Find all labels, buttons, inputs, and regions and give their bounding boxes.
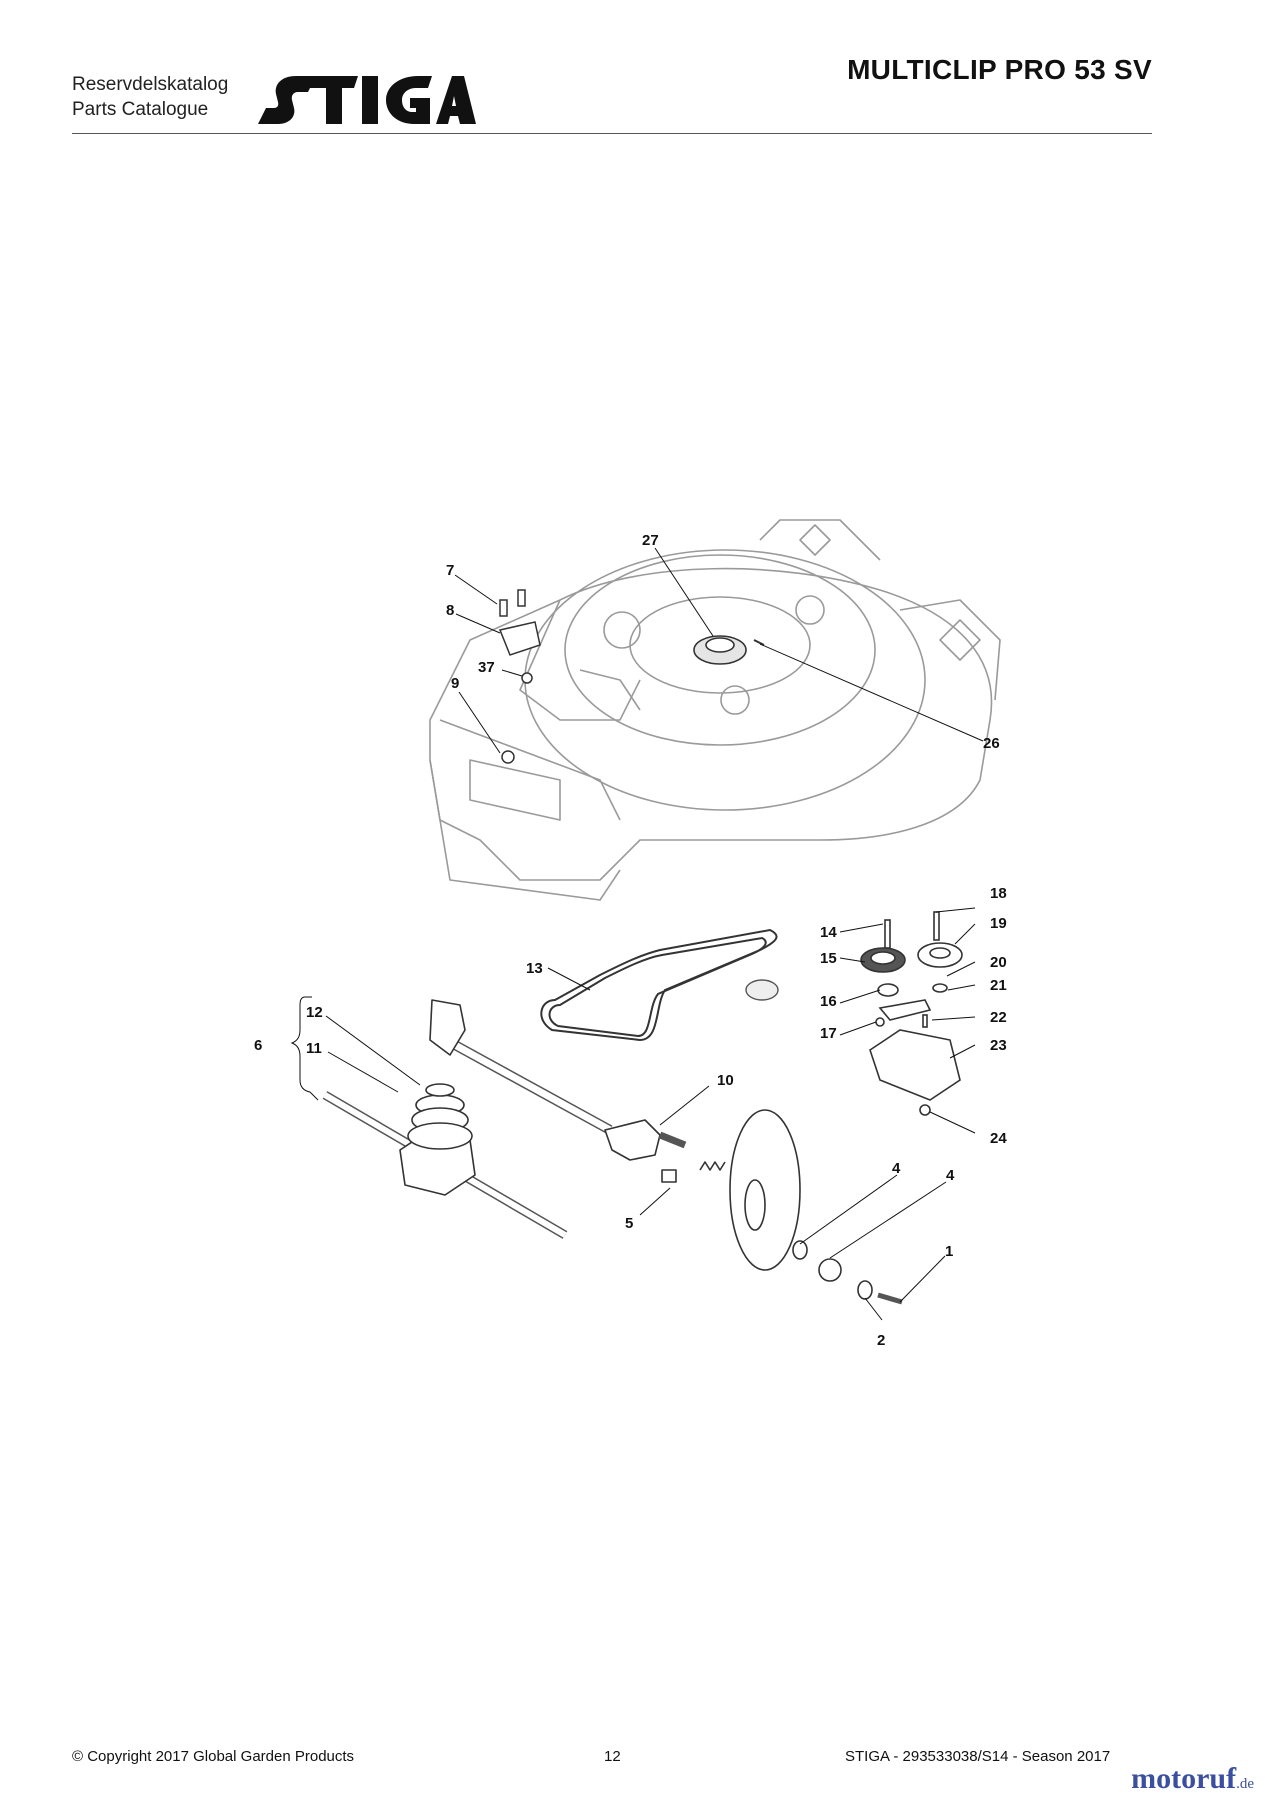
- drive-belt: [540, 928, 778, 1042]
- document-reference: STIGA - 293533038/S14 - Season 2017: [845, 1748, 1111, 1765]
- callout-labels: 27 7 8 37 9 26 18 19 14 15 20 21 16 22 1…: [254, 532, 1007, 1349]
- leader-lines: [290, 547, 984, 1321]
- callout-24: 23: [990, 1037, 1007, 1054]
- callout-9: 9: [451, 675, 459, 692]
- callout-20: 19: [990, 915, 1007, 932]
- callout-21: 20: [990, 954, 1007, 971]
- callout-16: 15: [820, 950, 837, 967]
- callout-12: 11: [306, 1040, 322, 1057]
- callout-10: 10: [717, 1072, 734, 1089]
- callout-13: 12: [306, 1004, 323, 1021]
- deck-center-hub: [693, 635, 747, 665]
- callout-22: 21: [990, 977, 1007, 994]
- callout-17: 16: [820, 993, 837, 1010]
- callout-15: 14: [820, 924, 837, 941]
- callout-19: 18: [990, 885, 1007, 902]
- callout-1: 1: [945, 1243, 953, 1260]
- callout-27: 27: [642, 532, 659, 549]
- callout-25: 24: [990, 1130, 1007, 1147]
- header-divider: [72, 133, 1152, 134]
- catalog-label-swedish: Reservdelskatalog: [72, 74, 229, 95]
- callout-37: 37: [478, 659, 495, 676]
- callout-23: 22: [990, 1009, 1007, 1026]
- page-number: 12: [604, 1748, 621, 1765]
- model-title: MULTICLIP PRO 53 SV: [847, 54, 1152, 85]
- stiga-logo: [258, 76, 476, 124]
- callout-5: 4: [892, 1160, 901, 1177]
- callout-14: 13: [526, 960, 543, 977]
- watermark-tld: .de: [1236, 1776, 1254, 1792]
- deck-bracket-hardware: [498, 589, 765, 764]
- belt-guide: [745, 979, 779, 1001]
- callout-26: 26: [983, 735, 1000, 752]
- watermark-logo: motoruf.de: [1131, 1762, 1254, 1796]
- catalog-label-english: Parts Catalogue: [72, 99, 209, 120]
- callout-11: 6: [254, 1037, 262, 1054]
- mower-deck: [429, 519, 1001, 901]
- callout-18: 17: [820, 1025, 837, 1042]
- callout-7: 7: [446, 562, 454, 579]
- watermark-brand: motoruf: [1131, 1762, 1237, 1795]
- drive-assembly: [322, 999, 903, 1305]
- callout-2: 2: [877, 1332, 885, 1349]
- callout-4: 4: [946, 1167, 955, 1184]
- copyright-notice: © Copyright 2017 Global Garden Products: [72, 1748, 355, 1765]
- callout-8: 8: [446, 602, 454, 619]
- idler-assembly: [860, 911, 963, 1116]
- callout-6: 5: [625, 1215, 633, 1232]
